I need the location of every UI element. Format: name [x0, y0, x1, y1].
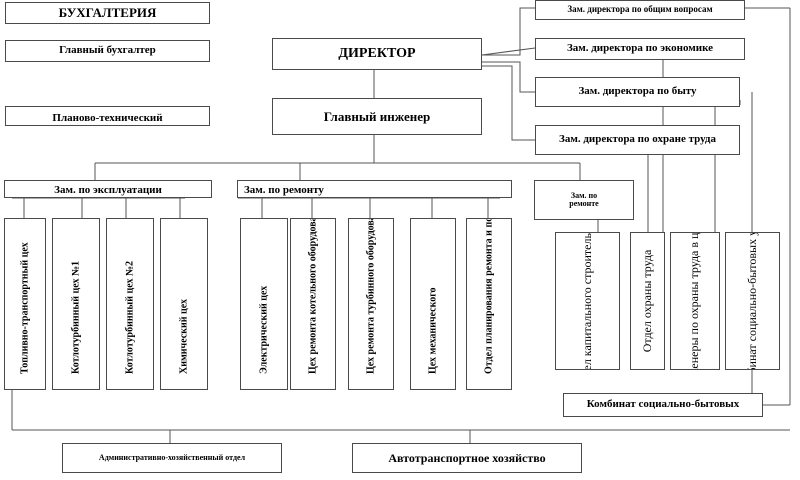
service-unit-label: Комбинат социально-бытовых услуг [744, 232, 759, 370]
accounting-box: БУХГАЛТЕРИЯ [5, 2, 210, 24]
repair-unit-label: Отдел планирования ремонта и подготовки [483, 218, 495, 374]
deputy-household-box: Зам. директора по быту [535, 77, 740, 107]
director-label: ДИРЕКТОР [338, 45, 416, 61]
service-unit-safety-engineers: Инженеры по охраны труда в цехах [670, 232, 720, 370]
repair-unit-mechanical: Цех механического [410, 218, 456, 390]
deputy-economics-box: Зам. директора по экономике [535, 38, 745, 60]
zam-operation-box: Зам. по эксплуатации [4, 180, 212, 198]
deputy-household-label: Зам. директора по быту [578, 85, 697, 98]
repair-unit-label: Цех ремонта турбинного оборудования [365, 218, 377, 374]
deputy-safety-label: Зам. директора по охране труда [559, 133, 716, 146]
service-unit-labor-protection: Отдел охраны труда [630, 232, 665, 370]
service-unit-capital-construction: Отдел капитального строительства [555, 232, 620, 370]
zam-construction-box: Зам. по ремонте [534, 180, 634, 220]
repair-unit-label: Электрический цех [258, 285, 270, 374]
operation-unit-chemical: Химический цех [160, 218, 208, 390]
zam-operation-label: Зам. по эксплуатации [54, 184, 162, 197]
zam-repair-label: Зам. по ремонту [244, 184, 324, 197]
deputy-economics-label: Зам. директора по экономике [566, 42, 714, 55]
operation-unit-label: Топливно-транспортный цех [19, 242, 31, 374]
service-unit-label: Отдел капитального строительства [579, 232, 594, 370]
repair-unit-turbine-repair: Цех ремонта турбинного оборудования [348, 218, 394, 390]
social-combine-label: Комбинат социально-бытовых [586, 398, 740, 411]
operation-unit-boiler-2: Котлотурбинный цех №2 [106, 218, 154, 390]
chief-engineer-box: Главный инженер [272, 98, 482, 135]
zam-repair-box: Зам. по ремонту [237, 180, 512, 198]
accounting-label: БУХГАЛТЕРИЯ [58, 5, 157, 21]
transport-box: Автотранспортное хозяйство [352, 443, 582, 473]
chief-accountant-box: Главный бухгалтер [5, 40, 210, 62]
transport-label: Автотранспортное хозяйство [388, 450, 546, 465]
repair-unit-electrical: Электрический цех [240, 218, 288, 390]
service-unit-label: Инженеры по охраны труда в цехах [687, 232, 702, 370]
chief-accountant-label: Главный бухгалтер [59, 44, 156, 57]
zam-construction-label: Зам. по ремонте [569, 190, 599, 208]
admin-dept-box: Административно-хозяйственный отдел [62, 443, 282, 473]
repair-unit-planning: Отдел планирования ремонта и подготовки [466, 218, 512, 390]
repair-unit-label: Цех ремонта котельного оборудования [307, 218, 319, 374]
planning-dept-label: Планово-технический [52, 112, 163, 125]
deputy-safety-box: Зам. директора по охране труда [535, 125, 740, 155]
repair-unit-boiler-repair: Цех ремонта котельного оборудования [290, 218, 336, 390]
operation-unit-label: Котлотурбинный цех №1 [70, 260, 82, 374]
repair-unit-label: Цех механического [427, 287, 439, 374]
admin-dept-label: Административно-хозяйственный отдел [98, 452, 246, 462]
chief-engineer-label: Главный инженер [323, 108, 431, 124]
social-combine-box: Комбинат социально-бытовых [563, 393, 763, 417]
deputy-general-box: Зам. директора по общим вопросам [535, 0, 745, 20]
service-unit-label: Отдел охраны труда [639, 249, 654, 353]
service-unit-social-services: Комбинат социально-бытовых услуг [725, 232, 780, 370]
operation-unit-fuel-transport: Топливно-транспортный цех [4, 218, 46, 390]
operation-unit-boiler-1: Котлотурбинный цех №1 [52, 218, 100, 390]
deputy-general-label: Зам. директора по общим вопросам [567, 4, 713, 15]
director-box: ДИРЕКТОР [272, 38, 482, 70]
operation-unit-label: Котлотурбинный цех №2 [124, 260, 136, 374]
planning-dept-box: Планово-технический [5, 106, 210, 126]
operation-unit-label: Химический цех [178, 299, 190, 374]
